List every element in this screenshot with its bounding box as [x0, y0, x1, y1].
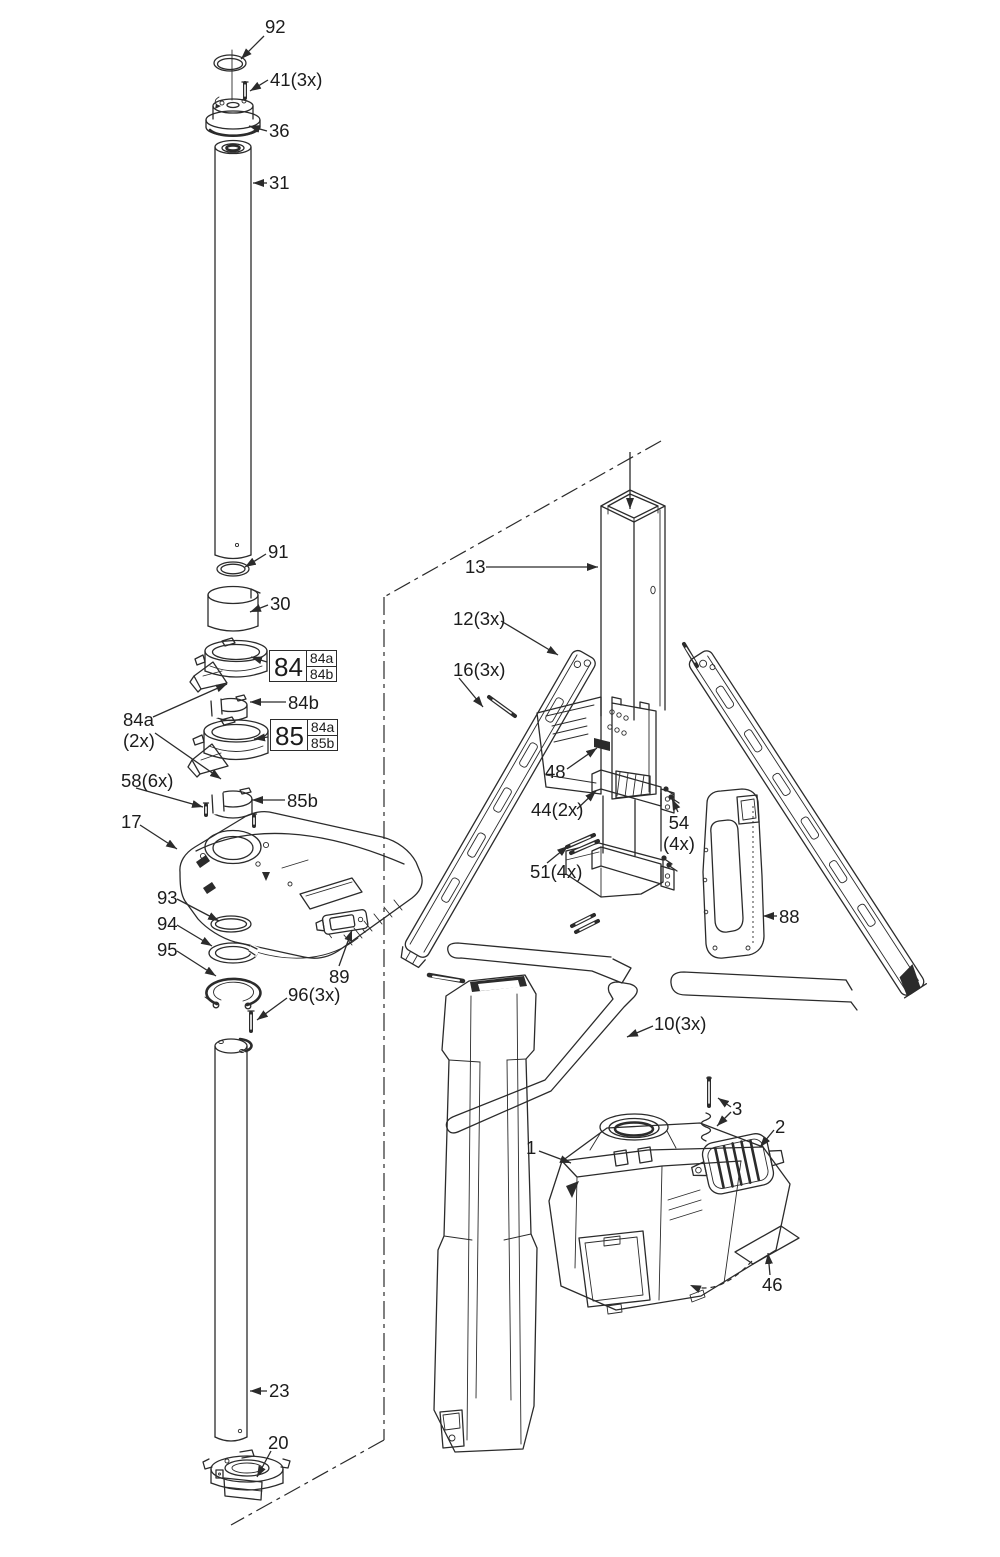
callout-92: 92 [265, 16, 286, 37]
part-46-label-sticker [689, 1225, 800, 1294]
callout-23: 23 [269, 1380, 290, 1401]
part-2-pedal [691, 1133, 785, 1195]
part-mast-base [565, 842, 664, 898]
part-41-pin [241, 81, 249, 100]
grouped-label-85: 85 84a 85b [270, 719, 339, 751]
callout-89: 89 [329, 966, 350, 987]
callout-84b: 84b [288, 692, 319, 713]
part-84b-halfring [208, 694, 248, 722]
part-85b-halfring [209, 787, 253, 819]
callout-54-line1: 54 [668, 812, 690, 833]
part-44-brackets [591, 769, 675, 891]
callout-88: 88 [779, 906, 800, 927]
part-16-pin-left [487, 695, 517, 718]
callout-48: 48 [545, 761, 566, 782]
part-10-wire-braces [426, 942, 858, 1134]
callout-2: 2 [775, 1116, 786, 1137]
part-30-sleeve [207, 585, 261, 632]
callout-46: 46 [762, 1274, 783, 1295]
callout-12: 12(3x) [453, 608, 506, 629]
grouped-label-85-top: 84a [307, 720, 338, 736]
part-92-ring [213, 49, 247, 101]
grouped-label-85-main: 85 [271, 720, 308, 750]
callout-93: 93 [157, 887, 178, 908]
grouped-label-84-main: 84 [270, 651, 307, 681]
callout-84a-2x: 84a (2x) [123, 709, 155, 751]
part-12-leg-right [688, 650, 928, 999]
part-31-tube [214, 139, 252, 560]
callout-54-line2: (4x) [663, 833, 695, 854]
callout-44: 44(2x) [531, 799, 584, 820]
part-20-collar [202, 1449, 291, 1501]
part-54-screws [661, 786, 680, 872]
grouped-label-84-top: 84a [306, 651, 337, 667]
part-36-cap [205, 96, 261, 138]
grouped-label-85-bottom: 85b [310, 734, 335, 751]
callout-36: 36 [269, 120, 290, 141]
part-17-carriage [179, 811, 423, 959]
part-94-ring [208, 942, 260, 964]
boundary-lines [230, 440, 662, 1526]
callout-3: 3 [732, 1098, 743, 1119]
callout-51: 51(4x) [530, 861, 583, 882]
part-93-oring [210, 915, 252, 933]
part-3-pin-spring [700, 1076, 712, 1142]
callout-30: 30 [270, 593, 291, 614]
callout-13: 13 [465, 556, 486, 577]
part-1-base-housing [548, 1113, 791, 1315]
part-58-screws [202, 802, 258, 828]
callout-84a-line2: (2x) [123, 730, 155, 751]
leader-lines [135, 35, 777, 1478]
callout-94: 94 [157, 913, 178, 934]
callout-31: 31 [269, 172, 290, 193]
part-12-leg-left [400, 649, 596, 969]
callout-95: 95 [157, 939, 178, 960]
callout-54: 54 (4x) [663, 812, 695, 854]
callout-41: 41(3x) [270, 69, 323, 90]
part-16-pin-right [682, 642, 699, 668]
grouped-label-84-bottom: 84b [309, 665, 334, 682]
callout-91: 91 [268, 541, 289, 562]
callout-1: 1 [526, 1137, 537, 1158]
callout-85b: 85b [287, 790, 318, 811]
part-13-mast [600, 489, 666, 857]
callout-58: 58(6x) [121, 770, 174, 791]
callout-10: 10(3x) [654, 1013, 707, 1034]
part-95-clip [204, 977, 262, 1010]
callout-16: 16(3x) [453, 659, 506, 680]
part-96-pin [247, 1010, 255, 1033]
part-51-pins [565, 833, 600, 934]
callout-84a-line1: 84a [123, 709, 154, 730]
part-front-leg [433, 974, 538, 1453]
grouped-label-84: 84 84a 84b [269, 650, 338, 682]
part-84-clamp [189, 637, 268, 693]
part-91-oring [216, 561, 250, 577]
callout-20: 20 [268, 1432, 289, 1453]
part-23-tube [214, 1037, 253, 1442]
part-48-cuff [536, 696, 657, 800]
callout-96: 96(3x) [288, 984, 341, 1005]
part-85-clamp [187, 716, 269, 778]
callout-17: 17 [121, 811, 142, 832]
part-88-handle [702, 788, 765, 959]
